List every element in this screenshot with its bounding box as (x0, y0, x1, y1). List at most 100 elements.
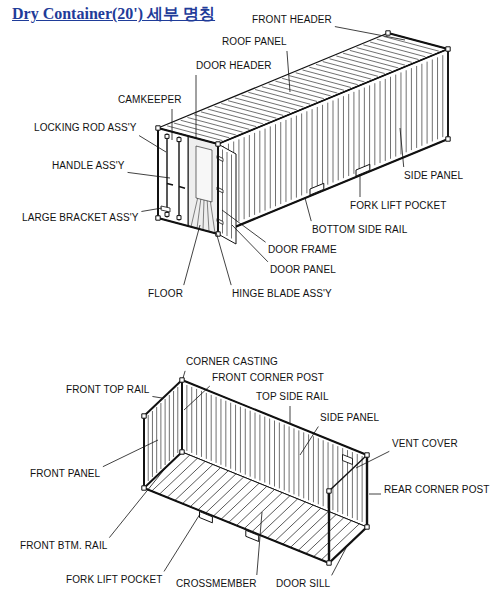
side-panel (218, 49, 448, 234)
rear-corner-post (328, 491, 330, 563)
side-rib (306, 111, 307, 193)
crossmember (298, 515, 336, 551)
crossmember (183, 468, 221, 504)
corner-casting (180, 450, 184, 454)
side-rib (225, 401, 226, 467)
crossmember (167, 461, 205, 497)
corner-casting (156, 216, 160, 220)
crossmember (237, 490, 275, 526)
part-label: CAMKEEPER (118, 94, 182, 106)
side-rib (293, 428, 294, 494)
side-rib (442, 55, 443, 137)
floor-plank (191, 198, 198, 226)
part-label: DOOR PANEL (270, 264, 336, 276)
part-label: DOOR HEADER (196, 60, 272, 72)
side-rib (427, 62, 428, 144)
camkeeper (177, 216, 181, 220)
side-rib (411, 68, 412, 150)
part-label: FRONT HEADER (252, 14, 332, 26)
part-label: FLOOR (148, 288, 183, 300)
front-rib (160, 403, 161, 469)
leader-line (184, 386, 210, 410)
door-sill (329, 527, 367, 563)
roof-rib (343, 53, 398, 68)
crossmember (275, 505, 313, 541)
leader-line (183, 371, 185, 378)
side-rib (333, 101, 334, 183)
part-label: VENT COVER (392, 438, 458, 450)
leader-line (400, 128, 404, 167)
roof-rib (336, 56, 391, 71)
side-rib (201, 391, 202, 457)
roof-rib (289, 76, 344, 91)
bottom-side-rail (144, 488, 329, 563)
side-rib (322, 105, 323, 187)
front-rib (156, 407, 157, 473)
corner-casting (142, 486, 146, 490)
leader-line (152, 396, 162, 398)
side-rib (291, 118, 292, 200)
roof-rib (235, 98, 290, 113)
crossmember (175, 465, 213, 501)
side-rib (264, 417, 265, 483)
part-label: LOCKING ROD ASS'Y (34, 122, 137, 134)
side-rib (348, 94, 349, 176)
front-rib (173, 391, 174, 457)
side-rib (437, 57, 438, 139)
crossmember (221, 483, 259, 519)
leader-line (216, 232, 231, 285)
leader-line (305, 198, 311, 221)
interior-end-wall (196, 146, 212, 202)
leader-line (141, 208, 162, 211)
leader-line (335, 27, 405, 40)
corner-casting (446, 47, 450, 51)
side-rib (269, 419, 270, 485)
side-rib (270, 126, 271, 208)
side-rib (364, 88, 365, 170)
crossmember (244, 493, 282, 529)
roof-rib (330, 59, 385, 74)
side-rib (359, 90, 360, 172)
crossmember (198, 474, 236, 510)
part-label: CROSSMEMBER (176, 578, 257, 590)
part-label: SIDE PANEL (404, 170, 463, 182)
roof-rib (282, 78, 337, 93)
side-rib (186, 385, 187, 451)
side-rib (374, 83, 375, 165)
leader-line (103, 440, 158, 467)
corner-casting (365, 453, 369, 457)
floor-plank (197, 199, 201, 228)
front-corner-post (181, 380, 183, 452)
side-rib (318, 438, 319, 504)
roof-rib (350, 50, 405, 65)
rear-corner-post (447, 49, 449, 139)
fork-lift-pocket (310, 183, 324, 195)
part-label: REAR CORNER POST (384, 484, 490, 496)
leader-line (332, 548, 346, 575)
side-rib (327, 103, 328, 185)
leader-line (172, 109, 173, 140)
corner-casting (386, 31, 390, 35)
handle (167, 183, 173, 185)
front-bottom-rail (144, 452, 182, 488)
side-rib (416, 66, 417, 148)
front-rib (177, 387, 178, 453)
side-rib (211, 395, 212, 461)
side-rib (240, 407, 241, 473)
crossmember (290, 511, 328, 547)
handle (179, 187, 185, 189)
rear-corner-post (366, 455, 368, 527)
side-rib (390, 77, 391, 159)
roof-rib (357, 48, 412, 63)
front-header (388, 33, 448, 49)
crossmember (283, 508, 321, 544)
roof-rib (228, 101, 283, 116)
crossmember (260, 499, 298, 535)
vent-cover (343, 455, 353, 465)
door-rib (227, 152, 228, 236)
front-corner-post (143, 416, 145, 488)
camkeeper (165, 212, 169, 216)
side-rib (406, 70, 407, 152)
leader-line (287, 51, 290, 92)
